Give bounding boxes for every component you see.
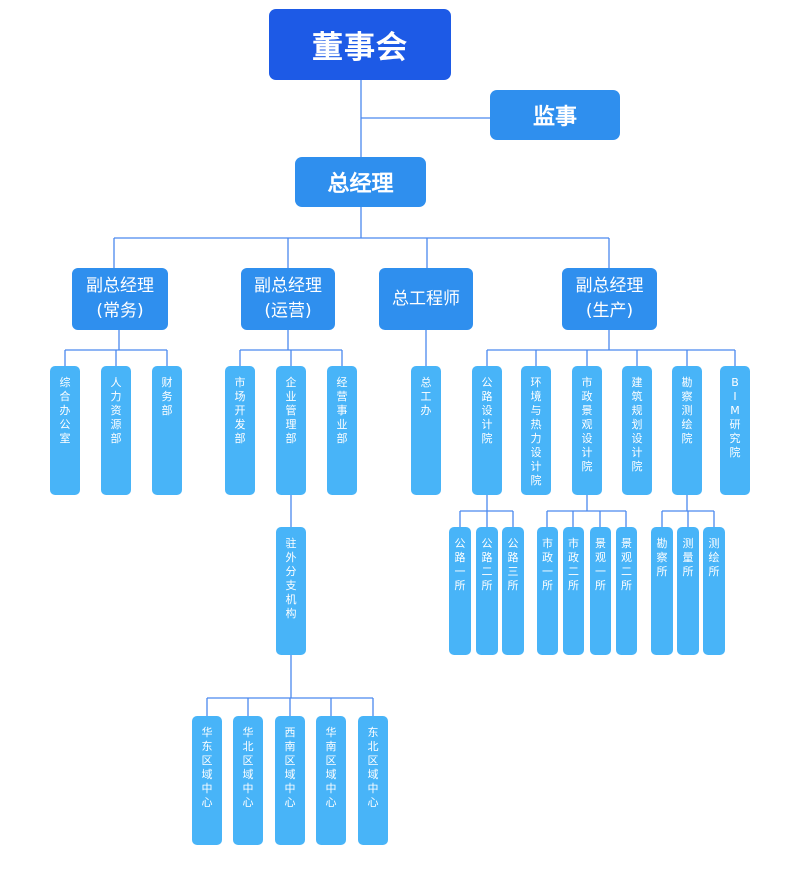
region-northeast: 东北区域中心 <box>358 716 388 845</box>
sub-municipal-2-label: 市政二所 <box>568 537 579 592</box>
dept-market-dev: 市场开发部 <box>225 366 255 495</box>
dept-general-office: 综合办公室 <box>50 366 80 495</box>
dept-enterprise-mgmt-label: 企业管理部 <box>285 376 297 445</box>
connector-road-subs <box>459 495 514 527</box>
sub-mapping-label: 测绘所 <box>708 537 720 578</box>
inst-survey-label: 勘察测绘院 <box>681 376 693 445</box>
inst-road-label: 公路设计院 <box>481 376 493 445</box>
sub-landscape-2: 景观二所 <box>616 527 637 655</box>
dept-chief-engineer-office: 总工办 <box>411 366 441 495</box>
sub-mapping: 测绘所 <box>703 527 725 655</box>
sub-survey: 勘察所 <box>651 527 673 655</box>
sub-landscape-1-label: 景观一所 <box>595 537 606 592</box>
region-southwest: 西南区域中心 <box>275 716 305 845</box>
connector-survey-subs <box>661 495 715 527</box>
dept-chief-engineer-office-label: 总工办 <box>420 376 432 417</box>
board-label: 董事会 <box>312 30 408 66</box>
dept-general-office-label: 综合办公室 <box>59 376 71 445</box>
inst-municipal-label: 市政景观设计院 <box>581 376 593 473</box>
board-box: 董事会 <box>269 9 451 80</box>
sub-landscape-1: 景观一所 <box>590 527 611 655</box>
inst-architecture: 建筑规划设计院 <box>622 366 652 495</box>
dept-business: 经营事业部 <box>327 366 357 495</box>
sub-municipal-1: 市政一所 <box>537 527 558 655</box>
chief-engineer: 总工程师 <box>379 268 473 330</box>
inst-bim-label: B I M研究院 <box>729 376 741 459</box>
dept-business-label: 经营事业部 <box>336 376 348 445</box>
inst-survey: 勘察测绘院 <box>672 366 702 495</box>
region-east: 华东区域中心 <box>192 716 222 845</box>
sub-municipal-2: 市政二所 <box>563 527 584 655</box>
dept-finance: 财务部 <box>152 366 182 495</box>
sub-road-1: 公路一所 <box>449 527 471 655</box>
deputy-gm-executive: 副总经理 (常务) <box>72 268 168 330</box>
chief-engineer-label: 总工程师 <box>392 288 460 309</box>
deputy-gm-operations: 副总经理 (运营) <box>241 268 335 330</box>
branch-offices-label: 驻外分支机构 <box>285 537 297 620</box>
deputy-gm-operations-label: 副总经理 (运营) <box>254 276 322 321</box>
deputy-gm-executive-label: 副总经理 (常务) <box>86 276 154 321</box>
region-northeast-label: 东北区域中心 <box>367 726 379 809</box>
sub-road-3: 公路三所 <box>502 527 524 655</box>
region-south: 华南区域中心 <box>316 716 346 845</box>
connector-d2-depts <box>239 330 343 366</box>
sub-road-2: 公路二所 <box>476 527 498 655</box>
inst-environment-label: 环境与热力设计院 <box>530 376 542 487</box>
connector-branch-regions <box>206 655 374 716</box>
inst-environment: 环境与热力设计院 <box>521 366 551 495</box>
dept-market-dev-label: 市场开发部 <box>234 376 246 445</box>
region-north-label: 华北区域中心 <box>242 726 254 809</box>
region-south-label: 华南区域中心 <box>325 726 337 809</box>
gm-box: 总经理 <box>295 157 426 207</box>
sub-measurement-label: 测量所 <box>682 537 694 578</box>
dept-enterprise-mgmt: 企业管理部 <box>276 366 306 495</box>
inst-road: 公路设计院 <box>472 366 502 495</box>
sub-landscape-2-label: 景观二所 <box>621 537 632 592</box>
connector-gm-deputies <box>113 207 610 268</box>
dept-hr-label: 人力资源部 <box>110 376 122 445</box>
deputy-gm-production-label: 副总经理 (生产) <box>575 276 644 321</box>
supervisor-box: 监事 <box>490 90 620 140</box>
sub-municipal-1-label: 市政一所 <box>542 537 553 592</box>
region-east-label: 华东区域中心 <box>201 726 213 809</box>
connector-municipal-subs <box>546 495 627 527</box>
deputy-gm-production: 副总经理 (生产) <box>562 268 657 330</box>
branch-offices: 驻外分支机构 <box>276 527 306 655</box>
region-southwest-label: 西南区域中心 <box>284 726 296 809</box>
inst-architecture-label: 建筑规划设计院 <box>631 376 643 473</box>
sub-measurement: 测量所 <box>677 527 699 655</box>
sub-road-1-label: 公路一所 <box>454 537 466 592</box>
gm-label: 总经理 <box>327 172 394 197</box>
region-north: 华北区域中心 <box>233 716 263 845</box>
dept-hr: 人力资源部 <box>101 366 131 495</box>
sub-survey-label: 勘察所 <box>656 537 668 578</box>
dept-finance-label: 财务部 <box>161 376 173 417</box>
supervisor-label: 监事 <box>532 105 577 130</box>
connector-d1-depts <box>64 330 168 366</box>
sub-road-3-label: 公路三所 <box>507 537 519 592</box>
inst-municipal: 市政景观设计院 <box>572 366 602 495</box>
connector-d4-depts <box>486 330 736 366</box>
sub-road-2-label: 公路二所 <box>481 537 493 592</box>
inst-bim: B I M研究院 <box>720 366 750 495</box>
